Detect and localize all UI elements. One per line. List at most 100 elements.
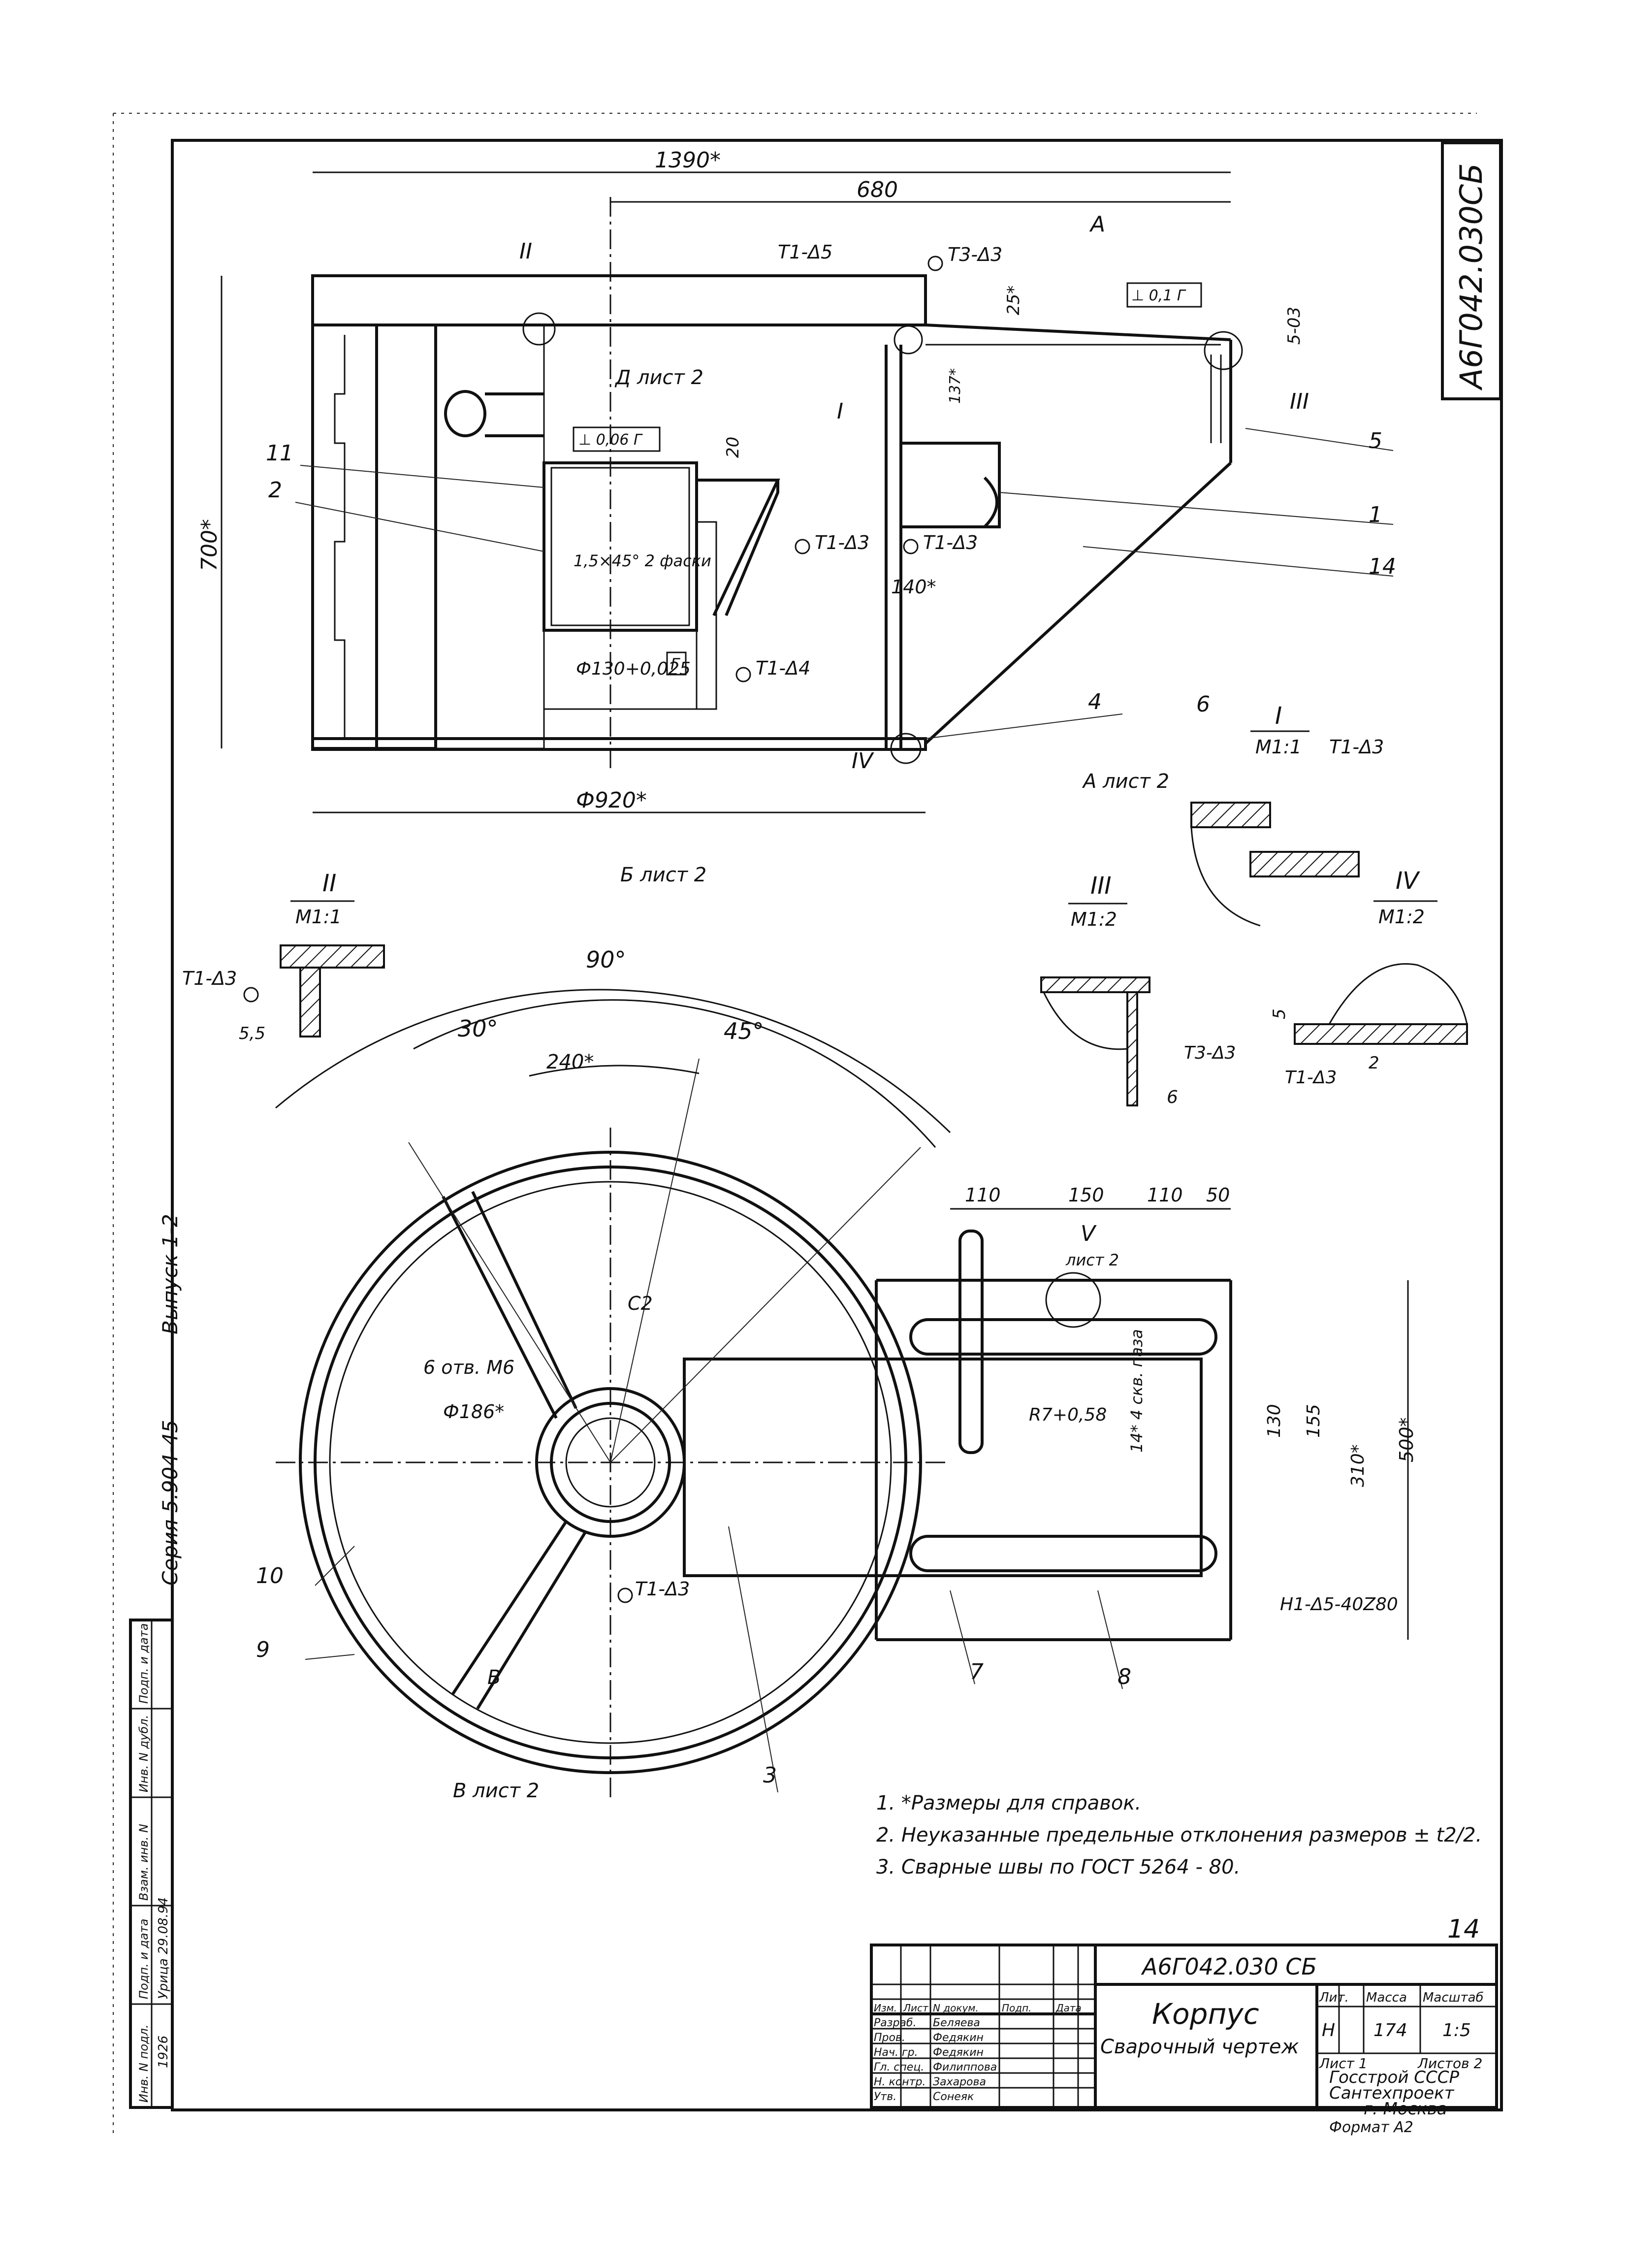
role-cell: Гл. спец. xyxy=(874,2061,924,2074)
dim-110b: 110 xyxy=(1147,1184,1183,1206)
detail-dim: 6 xyxy=(1167,1087,1178,1107)
title-code: А6Г042.030 СБ xyxy=(1141,1953,1317,1980)
dim-slots: 14* 4 скв. паза xyxy=(1127,1329,1146,1453)
dim-half-width: 680 xyxy=(857,177,898,202)
detail-title: IV xyxy=(1396,867,1420,895)
detail-dim: 2 xyxy=(1369,1053,1379,1073)
front-view-positions: 11 2 5 1 14 4 6 xyxy=(266,428,1396,739)
plan-view-dimensions: 90° 30° 45° 240* 6 отв. М6 Ф186* С2 110 … xyxy=(423,946,1417,1640)
view-A-label: A xyxy=(1089,212,1105,237)
section-II-label: II xyxy=(519,239,532,264)
position-number: 2 xyxy=(268,478,282,503)
position-number: 6 xyxy=(1196,692,1210,717)
dim-radius: R7+0,58 xyxy=(1029,1405,1107,1425)
dim-110a: 110 xyxy=(965,1184,1001,1206)
weld-label: Т1-Δ3 xyxy=(923,532,978,553)
left-strip: Инв. N подл. Подп. и дата Взам. инв. N И… xyxy=(129,1619,174,2109)
weld-label: Т3-Δ3 xyxy=(948,244,1002,265)
view-B-label: Б лист 2 xyxy=(620,864,706,886)
section-IV-label: IV xyxy=(852,748,874,774)
weld-plan-label: Т1-Δ3 xyxy=(635,1578,690,1600)
position-number: 4 xyxy=(1088,689,1102,714)
strip-cell: Взам. инв. N xyxy=(137,1824,151,1901)
section-B-sheet: В лист 2 xyxy=(453,1780,539,1802)
notes: 1. *Размеры для справок. 2. Неуказанные … xyxy=(876,1792,1482,1944)
dim-offset: 140* xyxy=(891,576,936,598)
strip-cell: Инв. N дубл. xyxy=(137,1715,151,1792)
view-V-sheet: лист 2 xyxy=(1065,1251,1119,1269)
view-A-sheet-label: A лист 2 xyxy=(1082,770,1169,793)
org-line: Сантехпроект xyxy=(1329,2083,1455,2103)
scale-value: 1:5 xyxy=(1442,2020,1471,2041)
detail-title: I xyxy=(1275,702,1282,730)
detail-II: II М1:1 Т1-Δ3 5,5 xyxy=(182,870,385,1043)
front-view-dimensions: 1390* 680 700* Ф920* Ф130+0,025 140* 20 … xyxy=(197,148,1304,813)
detail-weld: Т1-Δ3 xyxy=(1329,736,1384,758)
position-number: 10 xyxy=(256,1563,284,1588)
dim-overall-width: 1390* xyxy=(655,148,721,173)
position-number: 1 xyxy=(1369,502,1382,527)
dim-137: 137* xyxy=(947,368,964,404)
dim-bolt-circle: Ф186* xyxy=(443,1401,504,1423)
position-number: 9 xyxy=(256,1637,270,1662)
person-cell: Федякин xyxy=(933,2046,984,2059)
tolerance-box: ⊥ 0,06 Г xyxy=(578,431,643,449)
dim-diameter: Ф920* xyxy=(576,788,647,813)
role-cell: Нач. гр. xyxy=(874,2046,918,2059)
weld-label: Т1-Δ4 xyxy=(756,657,810,679)
sheet-number: 14 xyxy=(1447,1914,1480,1944)
strip-cell: Подп. и дата xyxy=(137,1919,151,2000)
dim-inner-bore: Ф130+0,025 xyxy=(576,659,691,679)
note-line: 3. Сварные швы по ГОСТ 5264 - 80. xyxy=(876,1856,1240,1879)
title-block: А6Г042.030 СБ Корпус Сварочный чертеж Из… xyxy=(870,1944,1498,2136)
detail-scale: М1:1 xyxy=(1255,736,1302,758)
plan-view-positions: 10 9 3 7 8 xyxy=(256,1526,1131,1793)
dim-5: 5-03 xyxy=(1284,307,1304,345)
view-D-label: Д лист 2 xyxy=(614,366,703,389)
drawing-frame xyxy=(113,113,1503,2137)
section-I-label: I xyxy=(837,399,843,424)
series-text: Серия 5.904-45 xyxy=(158,1420,182,1586)
format-label: Формат А2 xyxy=(1329,2119,1413,2136)
person-cell: Захарова xyxy=(933,2076,986,2088)
dim-height: 700* xyxy=(197,519,222,571)
view-V-label: V xyxy=(1081,1221,1097,1246)
front-view-welds: Т1-Δ5 Т3-Δ3 Т1-Δ3 Т1-Δ3 Т1-Δ4 xyxy=(735,241,1002,682)
datum-label: Г xyxy=(670,655,680,674)
strip-cell: Подп. и дата xyxy=(137,1623,151,1704)
dim-150: 150 xyxy=(1068,1184,1104,1206)
tolerance-box-2: ⊥ 0,1 Г xyxy=(1131,287,1186,304)
dim-50: 50 xyxy=(1206,1184,1230,1206)
role-cell: Разраб. xyxy=(874,2017,916,2029)
dim-bolt-holes: 6 отв. М6 xyxy=(423,1357,514,1378)
dim-310: 310* xyxy=(1348,1444,1368,1487)
dim-c2: С2 xyxy=(628,1293,653,1314)
position-number: 11 xyxy=(266,441,293,466)
sheets-value: Листов 2 xyxy=(1417,2055,1482,2072)
person-cell: Филиппова xyxy=(933,2061,997,2074)
detail-dim: 5 xyxy=(1270,1008,1289,1019)
strip-value: Урица 29.08.94 xyxy=(156,1897,171,1999)
title-name: Корпус xyxy=(1152,1997,1259,2031)
position-number: 8 xyxy=(1117,1664,1131,1689)
weld-side-label: Н1-Δ5-40Z80 xyxy=(1280,1594,1398,1615)
org-line: г. Москва xyxy=(1364,2099,1447,2119)
dim-500: 500* xyxy=(1396,1417,1417,1462)
strip-value: 1926 xyxy=(156,2036,171,2068)
detail-scale: М1:1 xyxy=(295,906,342,928)
section-B-label: В xyxy=(487,1666,501,1689)
dim-155: 155 xyxy=(1304,1404,1324,1438)
weld-label: Т1-Δ5 xyxy=(778,241,832,263)
front-view xyxy=(311,197,1243,768)
person-cell: Беляева xyxy=(933,2017,980,2029)
detail-weld: Т3-Δ3 xyxy=(1184,1043,1236,1063)
position-number: 3 xyxy=(763,1763,777,1788)
scale-header: Масштаб xyxy=(1423,1990,1484,2005)
detail-title: II xyxy=(322,870,336,897)
dim-25: 25* xyxy=(1004,286,1023,315)
detail-dim: 5,5 xyxy=(239,1024,265,1043)
plan-view-labels: V лист 2 В В лист 2 Т1-Δ3 Н1-Δ5-40Z80 xyxy=(453,1221,1398,1802)
header-cell: Дата xyxy=(1055,2002,1082,2014)
strip-cell: Инв. N подл. xyxy=(137,2024,151,2103)
header-cell: Изм. xyxy=(874,2002,897,2014)
